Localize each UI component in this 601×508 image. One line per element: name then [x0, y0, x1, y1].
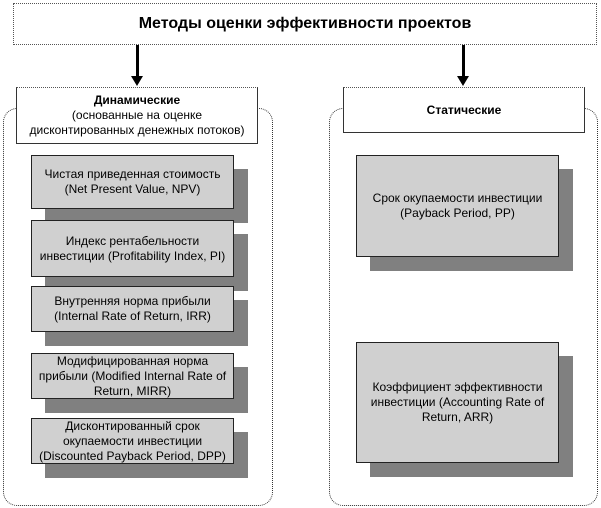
method-pi: Индекс рентабельности инвестиции (Profit… — [31, 220, 234, 277]
method-label: Внутренняя норма прибыли (Internal Rate … — [54, 294, 211, 323]
arrow-down-icon — [457, 76, 469, 86]
dynamic-group-title: Динамические — [93, 93, 181, 107]
method-label: Чистая приведенная стоимость (Net Presen… — [44, 167, 221, 196]
method-irr: Внутренняя норма прибыли (Internal Rate … — [31, 286, 234, 332]
static-group-title: Статические — [426, 102, 502, 117]
method-arr: Коэффициент эффективности инвестиции (Ac… — [356, 342, 559, 463]
arrow-down-icon — [131, 76, 143, 86]
static-group-header: Статические — [343, 87, 585, 133]
method-label: Коэффициент эффективности инвестиции (Ac… — [370, 380, 545, 424]
arrow-to-static-shaft — [462, 45, 465, 77]
method-label: Модифицированная норма прибыли (Modified… — [38, 353, 227, 398]
arrow-to-dynamic-shaft — [136, 45, 139, 77]
method-mirr: Модифицированная норма прибыли (Modified… — [31, 353, 234, 399]
dynamic-group-subtitle: (основанные на оценке дисконтированных д… — [29, 108, 245, 137]
method-dpp: Дисконтированный срок окупаемости инвест… — [31, 418, 234, 464]
method-npv: Чистая приведенная стоимость (Net Presen… — [31, 155, 234, 209]
method-label: Индекс рентабельности инвестиции (Profit… — [39, 233, 226, 263]
diagram-title: Методы оценки эффективности проектов — [13, 3, 597, 45]
diagram-title-text: Методы оценки эффективности проектов — [138, 15, 472, 32]
method-label: Дисконтированный срок окупаемости инвест… — [39, 418, 226, 463]
dynamic-group-header: Динамические (основанные на оценке диско… — [16, 87, 258, 144]
method-pp: Срок окупаемости инвестиции (Payback Per… — [356, 155, 559, 257]
method-label: Срок окупаемости инвестиции (Payback Per… — [372, 191, 543, 220]
